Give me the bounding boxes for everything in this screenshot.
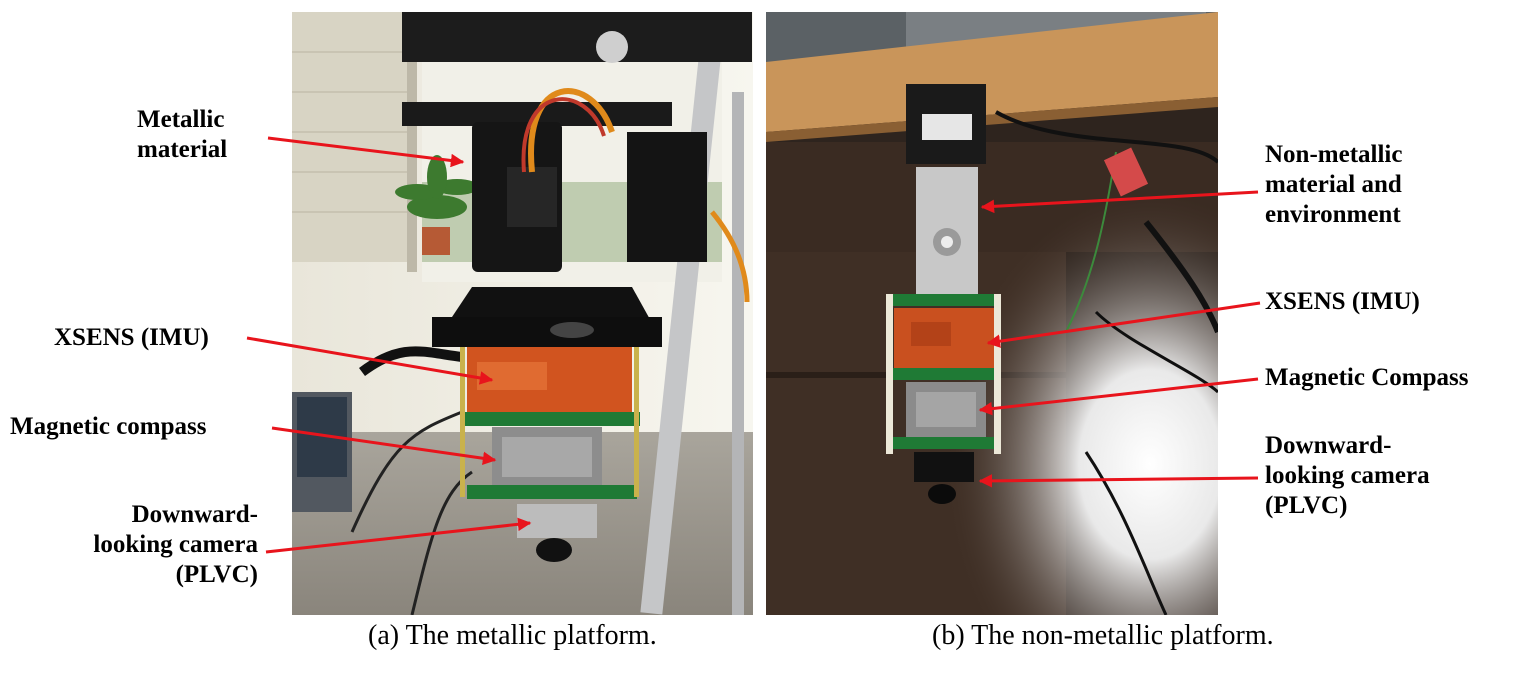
label-line: (PLVC) xyxy=(175,561,258,588)
label-compass-b: Magnetic Compass xyxy=(1265,364,1469,391)
label-line: material and xyxy=(1265,171,1402,198)
label-camera-b: Downward- looking camera (PLVC) xyxy=(1265,431,1430,521)
label-imu-b: XSENS (IMU) xyxy=(1265,288,1420,315)
photo-nonmetallic-platform xyxy=(766,12,1218,615)
photo-nonmetallic-illustration xyxy=(766,12,1218,615)
label-metallic-material: Metallic material xyxy=(137,105,227,165)
label-line: looking camera xyxy=(1265,462,1430,489)
label-line: Downward- xyxy=(1265,432,1392,459)
caption-b: (b) The non-metallic platform. xyxy=(932,620,1274,651)
label-compass-a: Magnetic compass xyxy=(10,413,207,440)
label-line: material xyxy=(137,136,228,163)
label-line: looking camera xyxy=(93,531,258,558)
label-nonmetallic-material: Non-metallic material and environment xyxy=(1265,140,1402,230)
label-line: environment xyxy=(1265,201,1401,228)
photo-metallic-illustration xyxy=(292,12,753,615)
photo-metallic-platform xyxy=(292,12,753,615)
label-line: (PLVC) xyxy=(1265,492,1348,519)
label-line: Metallic xyxy=(137,106,225,133)
label-imu-a: XSENS (IMU) xyxy=(54,324,209,351)
label-line: Downward- xyxy=(131,501,258,528)
label-camera-a: Downward- looking camera (PLVC) xyxy=(50,500,258,590)
caption-a: (a) The metallic platform. xyxy=(368,620,657,651)
label-line: Non-metallic xyxy=(1265,141,1403,168)
